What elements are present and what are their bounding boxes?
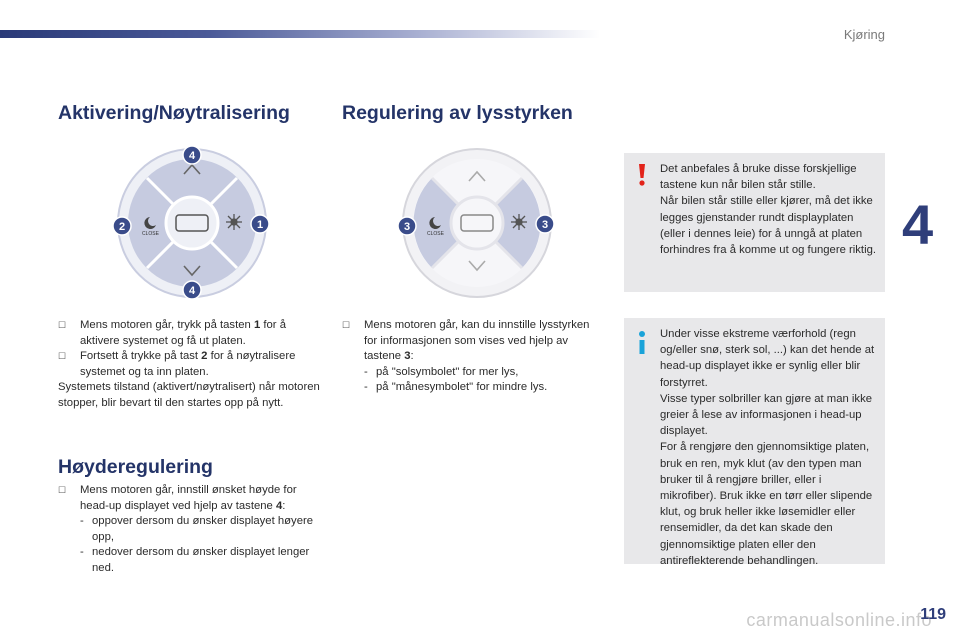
sun-icon [511, 214, 527, 230]
dash-item: -oppover dersom du ønsker displayet høye… [80, 515, 314, 543]
dash-item: -nedover dersom du ønsker displayet leng… [80, 546, 310, 574]
dash-item: -på "solsymbolet" for mer lys, [364, 365, 519, 378]
state-paragraph: Systemets tilstand (aktivert/nøytraliser… [58, 381, 320, 409]
activation-title: Aktivering/Nøytralisering [58, 102, 290, 124]
activation-control-diagram: CLOSE 4 2 1 4 [112, 145, 270, 300]
hud-icon [460, 214, 494, 232]
header-gradient-bar [0, 30, 600, 38]
bullet-item: ☐Fortsett å trykke på tast 2 for å nøytr… [58, 350, 296, 378]
bullet-item: ☐Mens motoren går, trykk på tasten 1 for… [58, 319, 286, 347]
hud-icon [175, 214, 209, 232]
warning-line: Det anbefales å bruke disse forskjellige… [660, 163, 857, 192]
arrow-up-icon [183, 163, 201, 175]
sun-icon [226, 214, 242, 230]
checkbox-bullet-icon: ☐ [58, 485, 67, 495]
brightness-text: ☐Mens motoren går, kan du innstille lyss… [342, 318, 604, 396]
info-icon [639, 331, 645, 354]
info-line: Under visse ekstreme værforhold (regn og… [660, 328, 875, 389]
callout-3-right [535, 214, 555, 234]
callout-2-label: 2 [119, 221, 125, 233]
bullet-item: ☐Mens motoren går, kan du innstille lyss… [342, 319, 590, 363]
height-title: Høyderegulering [58, 456, 213, 478]
callout-1-label: 1 [257, 219, 263, 231]
dash-item: -på "månesymbolet" for mindre lys. [364, 381, 548, 394]
callout-4-top-label: 4 [189, 150, 196, 162]
info-line: For å rengjøre den gjennomsiktige platen… [660, 441, 873, 567]
callout-3-left-label: 3 [404, 221, 410, 233]
warning-line: Når bilen står stille eller kjører, må d… [660, 195, 876, 257]
chapter-number: 4 [902, 193, 934, 256]
checkbox-bullet-icon: ☐ [58, 320, 67, 330]
brightness-title: Regulering av lysstyrken [342, 102, 573, 124]
info-line: Visse typer solbriller kan gjøre at man … [660, 392, 873, 438]
arrow-up-icon [468, 170, 486, 182]
watermark: carmanualsonline.info [746, 610, 932, 630]
checkbox-bullet-icon: ☐ [342, 320, 351, 330]
callout-1 [250, 214, 270, 234]
height-text: ☐Mens motoren går, innstill ønsket høyde… [58, 483, 320, 577]
moon-icon [429, 217, 441, 229]
section-label: Kjøring [843, 27, 885, 42]
callout-3-right-label: 3 [542, 219, 548, 231]
arrow-down-icon [468, 260, 486, 272]
brightness-control-diagram: CLOSE 3 3 [397, 148, 555, 298]
page-number: 119 [920, 606, 946, 623]
close-label: CLOSE [427, 231, 445, 237]
callout-4-bottom-label: 4 [189, 285, 196, 297]
callout-3-left [397, 216, 417, 236]
activation-text: ☐Mens motoren går, trykk på tasten 1 for… [58, 318, 320, 412]
checkbox-bullet-icon: ☐ [58, 351, 67, 362]
exclamation-icon [639, 164, 645, 186]
close-label: CLOSE [142, 231, 160, 237]
warning-box: Det anbefales å bruke disse forskjellige… [624, 153, 885, 292]
callout-2 [112, 216, 132, 236]
arrow-down-icon [183, 265, 201, 277]
dim-zone [413, 178, 459, 268]
callout-4-top [182, 145, 202, 165]
moon-icon [144, 217, 156, 229]
info-box: Under visse ekstreme værforhold (regn og… [624, 318, 885, 567]
callout-4-bottom [182, 280, 202, 300]
bullet-item: ☐Mens motoren går, innstill ønsket høyde… [58, 484, 297, 512]
